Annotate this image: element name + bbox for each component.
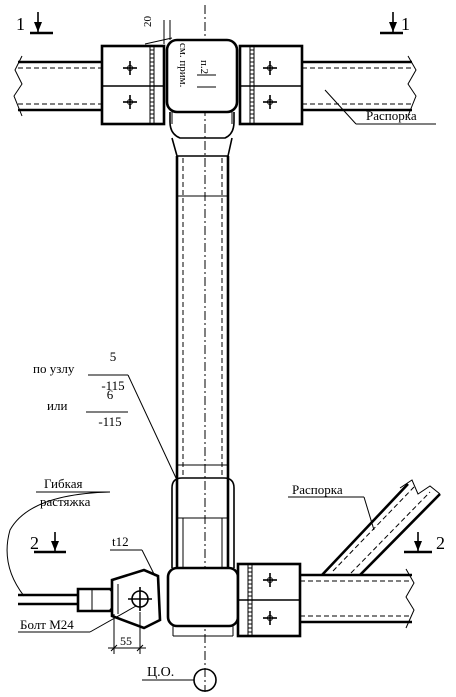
bottom-right-strut [300, 568, 415, 629]
section-2-left-label: 2 [30, 533, 39, 553]
section-mark-2-right [404, 532, 432, 554]
bolt-symbol [263, 61, 277, 75]
bolt-symbol [123, 95, 137, 109]
section-1-right-label: 1 [401, 14, 410, 34]
node-prefix-label: по узлу [33, 361, 75, 376]
section-2-right-label: 2 [436, 533, 445, 553]
node-ref-leader [127, 374, 177, 479]
bolt-symbol [123, 61, 137, 75]
column-lower-sleeve [171, 477, 235, 568]
strut-bottom-label: Распорка [292, 482, 343, 497]
bolt-symbol [263, 573, 277, 587]
note-p2-label: п.2 [198, 60, 210, 74]
node-top-numerator: 5 [110, 349, 117, 364]
dim-20-label: 20 [142, 16, 154, 28]
section-mark-1-right [380, 12, 403, 35]
top-right-splice-plates [238, 44, 304, 126]
dim-20-line [144, 37, 173, 45]
t12-leader [141, 549, 156, 577]
node-alt-denominator: -115 [98, 414, 121, 429]
flexible-brace-leader [6, 491, 111, 597]
flexible-brace-rod [18, 587, 122, 613]
top-left-strut [13, 55, 102, 117]
strut-top-leader [324, 89, 357, 125]
column-tube [175, 156, 230, 568]
top-node-box [165, 38, 239, 157]
flex-brace-label-line2: растяжка [40, 494, 91, 509]
bottom-right-splice-plates [236, 562, 302, 638]
dim-55-tick [110, 644, 118, 652]
section-mark-1-left [30, 12, 53, 35]
node-alt-numerator: 6 [107, 387, 114, 402]
see-note-label: см. прим. [177, 43, 189, 88]
bolt-symbol [263, 95, 277, 109]
node-top-denominator: -115 [101, 378, 124, 393]
dim-55-label: 55 [120, 634, 132, 648]
bolt-symbol [263, 611, 277, 625]
or-prefix-label: или [47, 398, 67, 413]
strut-top-label: Распорка [366, 108, 417, 123]
center-mark-label: Ц.О. [147, 665, 174, 680]
bolt-m24-symbol [128, 587, 152, 611]
section-1-left-label: 1 [16, 14, 25, 34]
bolt-m24-label: Болт М24 [20, 617, 74, 632]
section-mark-2-left [34, 532, 66, 554]
top-left-splice-plates [100, 44, 166, 126]
dim-55-tick [136, 644, 144, 652]
diagonal-strut [321, 479, 441, 576]
strut-bottom-leader [363, 496, 375, 531]
top-right-strut [302, 55, 417, 117]
bolt-m24-leader [89, 605, 137, 633]
bottom-node-box [166, 566, 240, 637]
flex-brace-label-line1: Гибкая [44, 476, 82, 491]
plate-t12-label: t12 [112, 534, 129, 549]
